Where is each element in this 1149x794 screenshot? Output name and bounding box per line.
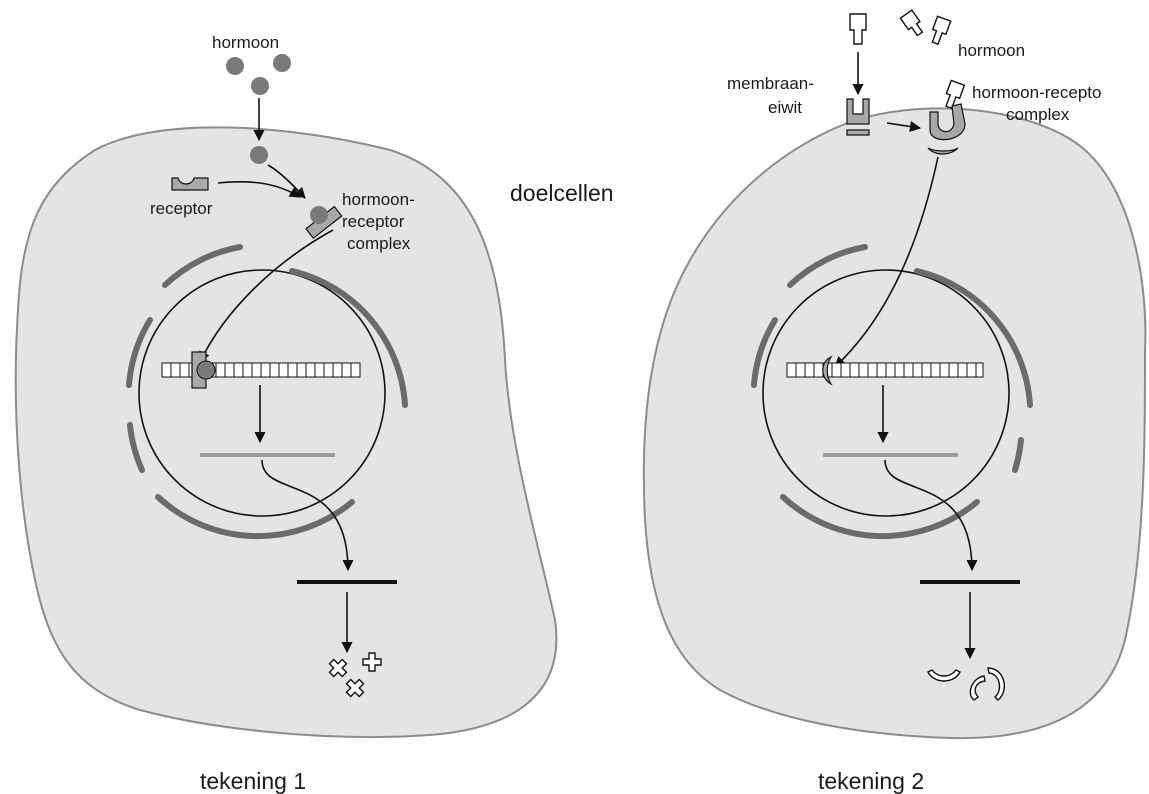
hormone-receptor-complex bbox=[927, 79, 966, 155]
protein-product bbox=[927, 667, 1006, 701]
hormone-molecule bbox=[251, 77, 269, 95]
membrane-protein-label: membraan- bbox=[727, 74, 814, 93]
nuclear-envelope-1 bbox=[155, 494, 355, 540]
hormone-molecule bbox=[226, 57, 244, 75]
nuclear-envelope-2 bbox=[1012, 437, 1024, 473]
nuclear-envelope-2 bbox=[914, 268, 1033, 408]
dna-strand-2 bbox=[786, 362, 984, 378]
arrow bbox=[217, 181, 301, 198]
hormone-molecule bbox=[196, 360, 216, 380]
protein-product bbox=[328, 652, 382, 698]
hormone-molecule bbox=[931, 15, 952, 46]
protein-on-dna bbox=[822, 355, 833, 386]
arrow bbox=[886, 120, 922, 133]
drawing-title: tekening 2 bbox=[818, 768, 924, 794]
complex-label: hormoon-recepto bbox=[972, 83, 1101, 102]
drawing-2: hormoon membraan- eiwit hormoon-recepto … bbox=[642, 9, 1147, 794]
hormone-label: hormoon bbox=[958, 41, 1025, 60]
arrow bbox=[261, 459, 354, 572]
target-cells-label: doelcellen bbox=[510, 180, 614, 206]
nuclear-envelope-2 bbox=[780, 494, 980, 540]
complex-label: receptor bbox=[342, 212, 405, 231]
drawing-title: tekening 1 bbox=[200, 768, 306, 794]
complex-label: complex bbox=[347, 234, 411, 253]
nucleus-2 bbox=[762, 269, 1010, 517]
arrow bbox=[267, 164, 306, 199]
complex-label: complex bbox=[1006, 105, 1070, 124]
hormone-molecule bbox=[899, 9, 924, 37]
receptor-label: receptor bbox=[150, 199, 213, 218]
complex-label: hormoon- bbox=[342, 190, 415, 209]
membrane-protein-label: eiwit bbox=[768, 98, 802, 117]
arrow bbox=[834, 156, 939, 368]
nuclear-envelope-1 bbox=[126, 317, 153, 388]
hormone-molecule bbox=[250, 146, 268, 164]
hormone-molecule bbox=[310, 206, 328, 224]
nuclear-envelope-1 bbox=[162, 244, 243, 288]
nuclear-envelope-1 bbox=[127, 422, 145, 473]
hormone-label: hormoon bbox=[212, 33, 279, 52]
nuclear-envelope-2 bbox=[787, 244, 868, 288]
nuclear-envelope-2 bbox=[751, 317, 778, 388]
hormone-molecule bbox=[849, 13, 867, 45]
membrane-protein bbox=[846, 98, 870, 136]
arrow bbox=[884, 459, 978, 572]
nuclear-envelope-1 bbox=[289, 268, 408, 408]
drawing-1: hormoon receptor hormoon- receptor compl… bbox=[14, 33, 558, 794]
nucleus-1 bbox=[138, 269, 386, 517]
arrow bbox=[199, 229, 334, 364]
receptor-shape bbox=[171, 177, 209, 191]
hormone-molecule bbox=[273, 54, 291, 72]
